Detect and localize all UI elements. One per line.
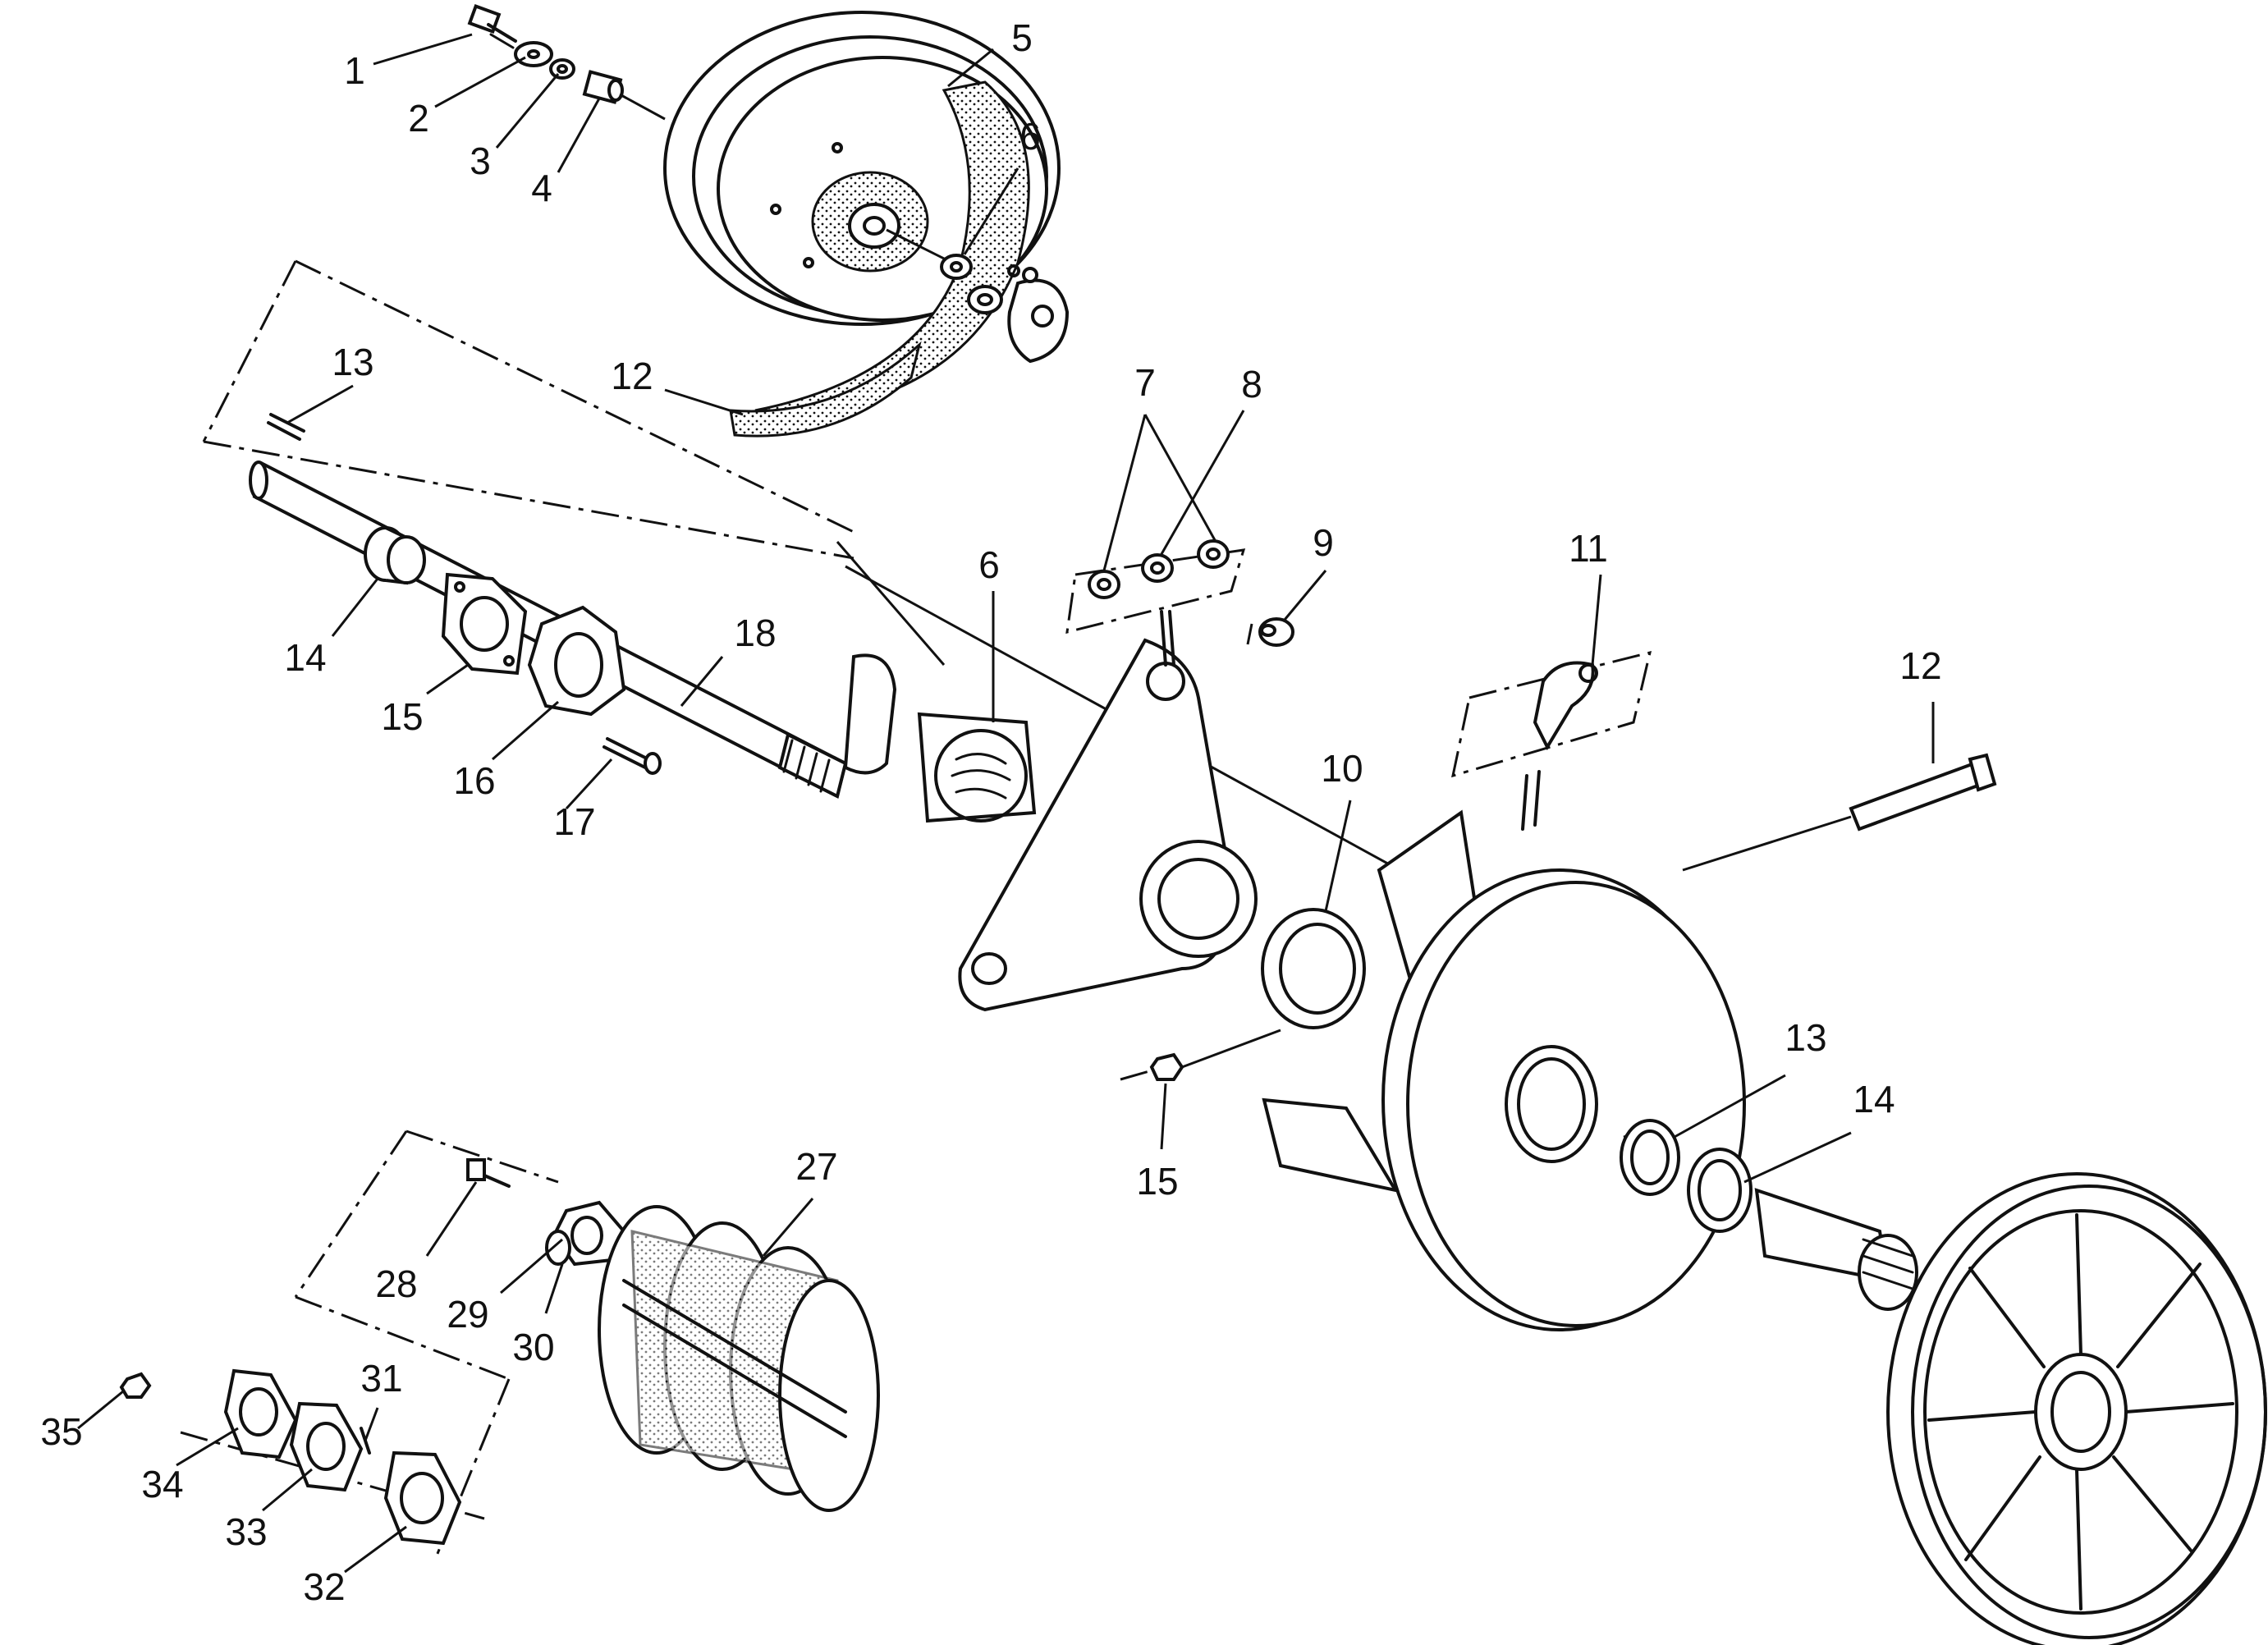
washer-part-6-upper (940, 254, 973, 280)
bushing-part-13 (1620, 1119, 1680, 1196)
callout-11: 11 (1569, 527, 1608, 570)
callout-14-lower: 14 (1853, 1078, 1895, 1120)
callout-4: 4 (531, 167, 552, 209)
callout-34: 34 (141, 1463, 183, 1505)
nut-part-15 (1149, 1052, 1184, 1081)
callout-16: 16 (453, 759, 495, 802)
callout-9: 9 (1313, 521, 1334, 564)
plate-part-33 (289, 1401, 364, 1492)
drive-sprocket-part-27 (598, 1205, 880, 1512)
callout-10: 10 (1321, 747, 1363, 790)
callout-30: 30 (512, 1326, 554, 1368)
sprocket-part-16 (527, 605, 626, 717)
stationary-sheave (1754, 1172, 2267, 1645)
callout-32: 32 (303, 1565, 345, 1608)
belt-fragment-part-12 (729, 341, 922, 438)
bolt-part-1 (467, 3, 517, 49)
roller-part-9 (1246, 617, 1294, 647)
callout-6-upper: 6 (1019, 115, 1041, 158)
callout-14-upper: 14 (284, 636, 326, 679)
callout-17: 17 (553, 800, 595, 843)
ring-part-10 (1261, 908, 1366, 1029)
callout-1: 1 (344, 49, 365, 92)
callout-7: 7 (1134, 361, 1156, 404)
callout-12-upper: 12 (611, 355, 653, 397)
nut-part-35 (119, 1372, 152, 1399)
flange-plate-part-32 (383, 1450, 462, 1546)
flange-part-upper (1007, 278, 1070, 364)
callout-8: 8 (1241, 363, 1262, 406)
spacer-part-4 (582, 70, 624, 104)
callout-31: 31 (360, 1357, 402, 1400)
callout-5: 5 (1011, 16, 1033, 59)
washer-part-14 (1687, 1148, 1753, 1233)
pulley-wheel-part-5 (663, 11, 1061, 412)
flange-part-15 (441, 572, 528, 676)
callout-labels: 1 2 3 4 5 6 12 13 14 15 16 17 18 7 8 9 6… (40, 16, 1941, 1608)
callout-35: 35 (40, 1410, 82, 1453)
washer-set-parts-7-8 (1065, 539, 1246, 634)
callout-6-lower: 6 (978, 543, 1000, 586)
driven-sheave (1262, 809, 1746, 1331)
bearing-part-14 (364, 526, 426, 585)
pin-part-13 (267, 413, 305, 441)
washer-part-2 (514, 41, 553, 67)
callout-leaders (77, 33, 1935, 1574)
callout-15-upper: 15 (381, 695, 423, 738)
callout-13-lower: 13 (1785, 1016, 1826, 1059)
bolt-part-17 (603, 737, 662, 775)
track-drive-group (119, 1130, 880, 1560)
bolt-part-28 (466, 1158, 511, 1188)
callout-33: 33 (225, 1510, 267, 1553)
spring-cup-part-6 (843, 653, 1037, 823)
seal-part-30 (545, 1230, 571, 1266)
callout-12-lower: 12 (1899, 644, 1941, 687)
callout-15-lower: 15 (1136, 1160, 1178, 1203)
spider-arm (958, 610, 1258, 1012)
callout-28: 28 (375, 1262, 417, 1305)
pin-part-12 (1682, 753, 1997, 872)
driven-clutch-group (836, 539, 2267, 1645)
flange-plate-part-34 (223, 1368, 298, 1459)
callout-2: 2 (408, 97, 429, 140)
callout-27: 27 (795, 1145, 837, 1188)
drive-shaft-group (202, 259, 855, 799)
idler-pulley-group (467, 3, 1070, 438)
washer-part-3 (549, 58, 575, 80)
cam-part-11 (1451, 650, 1652, 831)
callout-13-upper: 13 (332, 341, 373, 383)
callout-29: 29 (447, 1293, 488, 1336)
callout-18: 18 (734, 612, 776, 654)
bushing-part-11-upper (967, 285, 1003, 314)
callout-3: 3 (470, 140, 491, 182)
